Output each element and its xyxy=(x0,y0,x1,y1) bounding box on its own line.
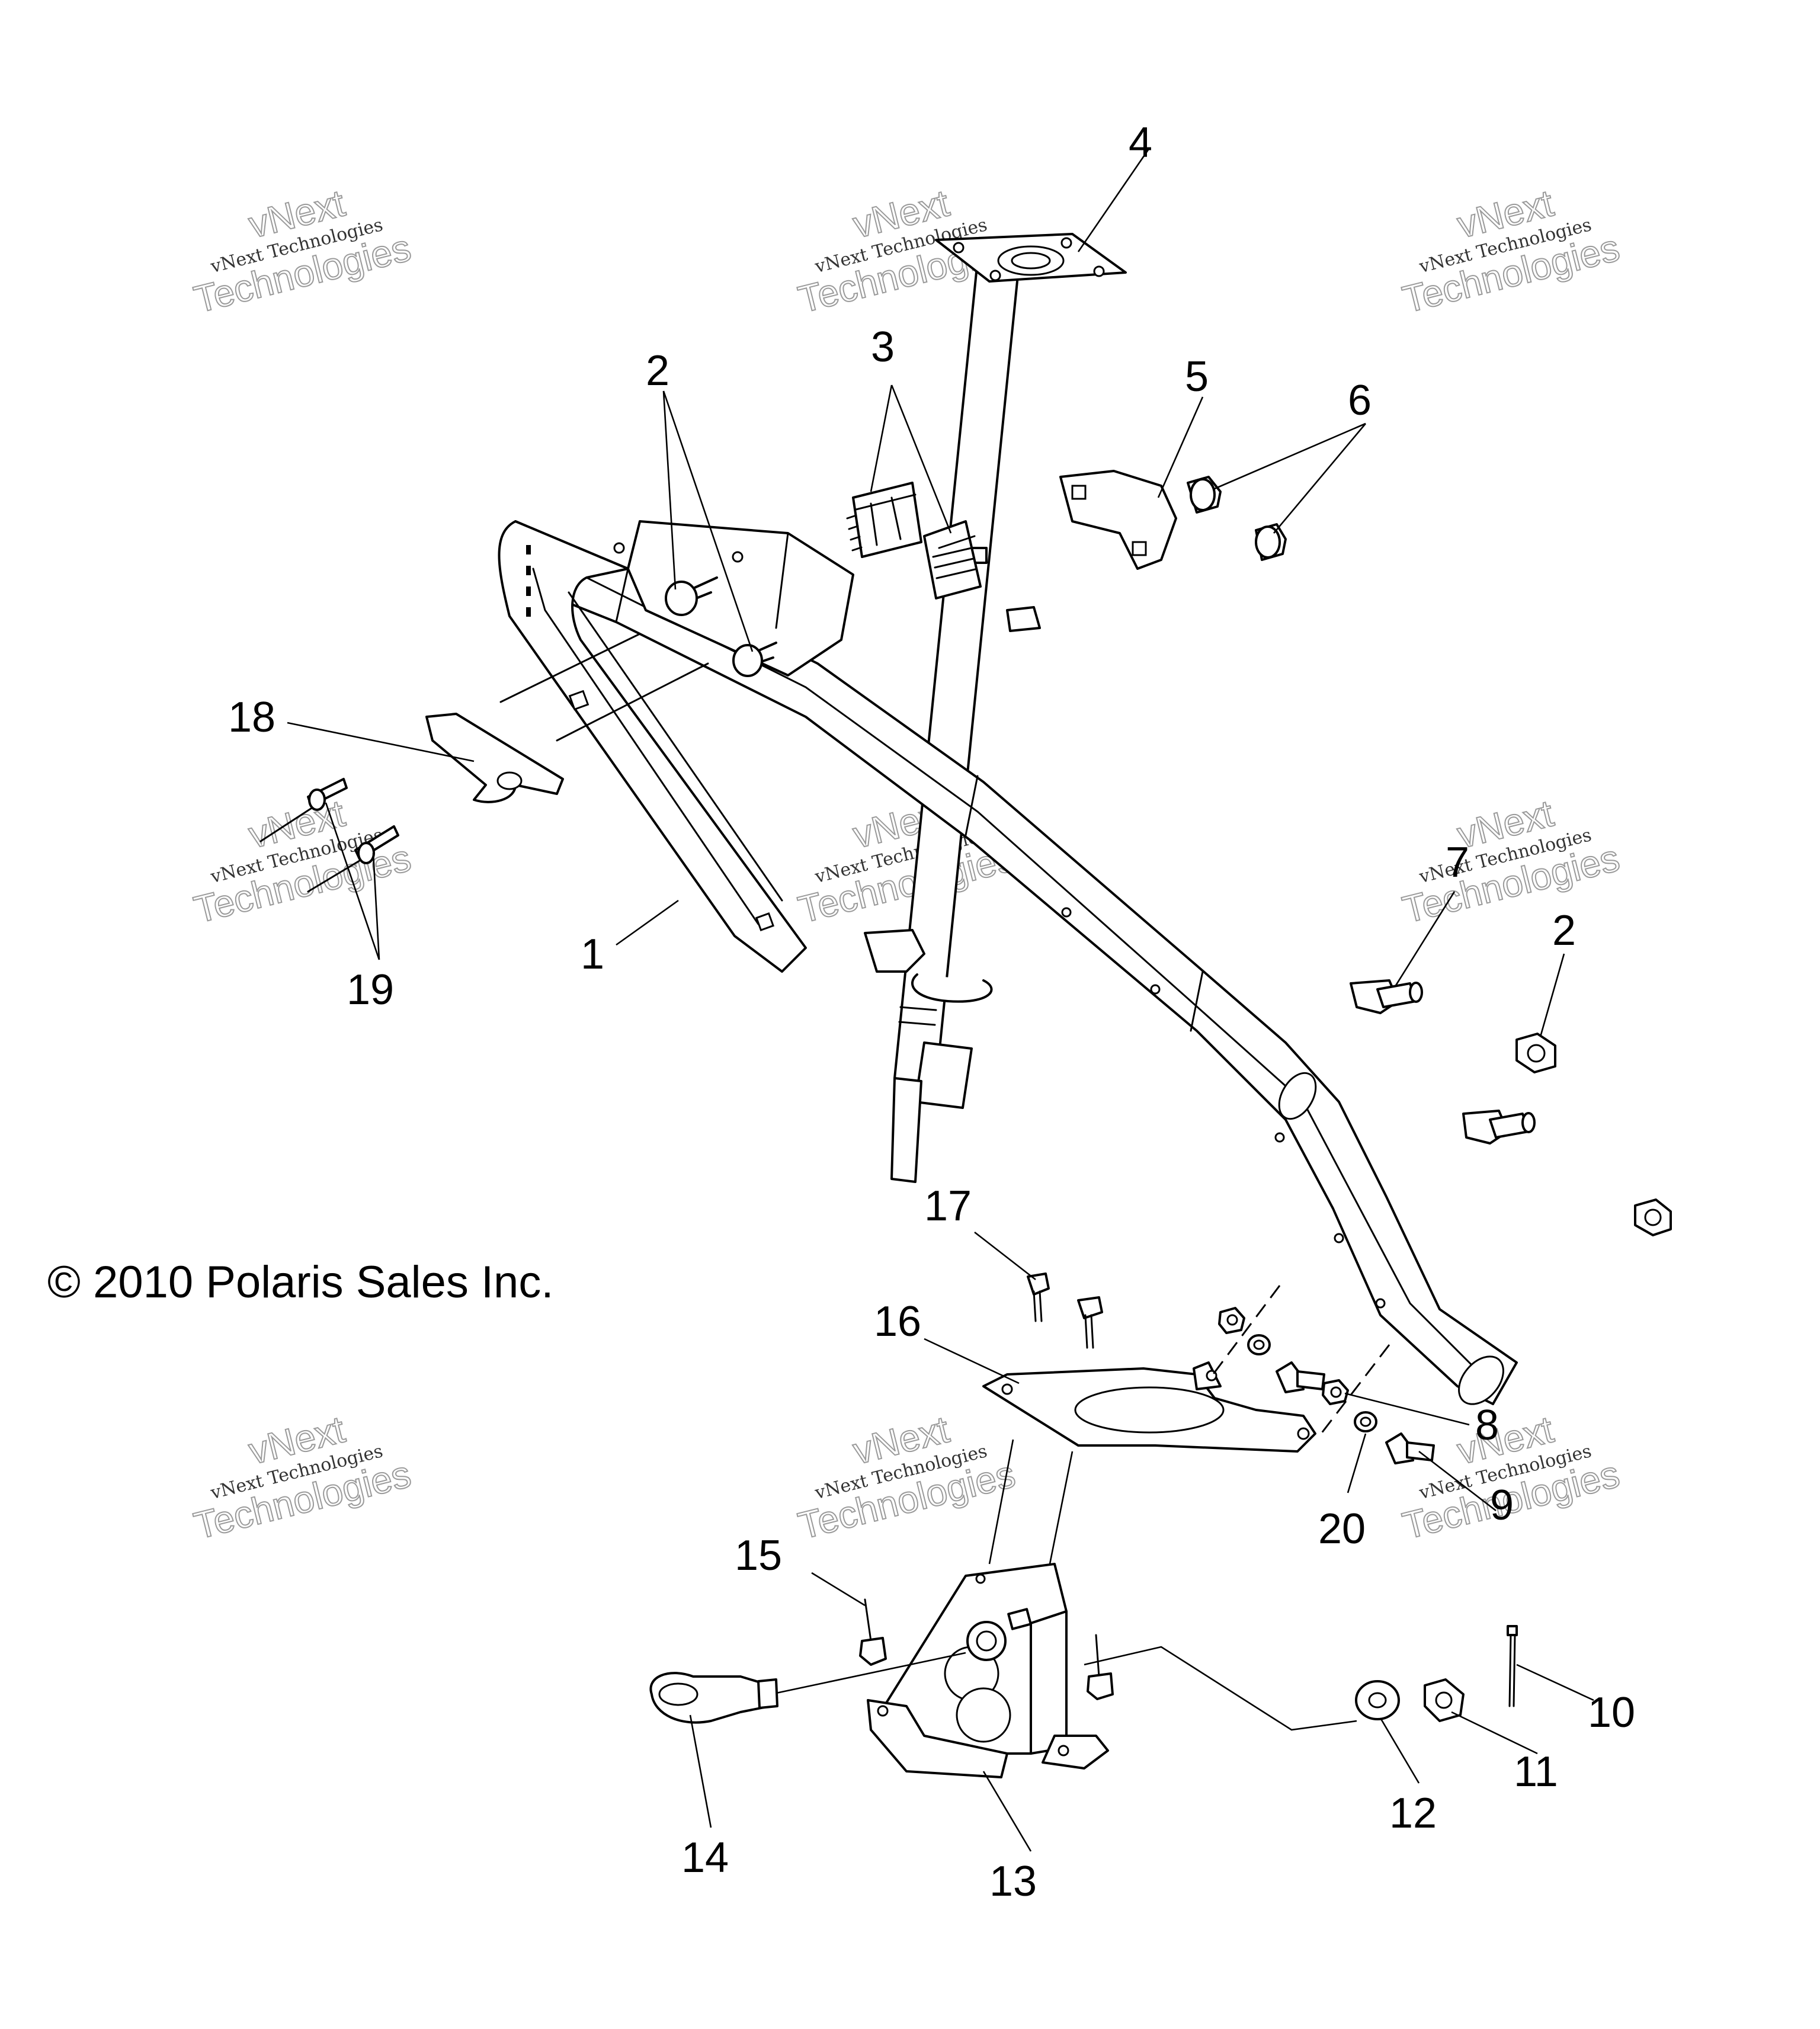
copyright-text: © 2010 Polaris Sales Inc. xyxy=(47,1257,553,1307)
part-6-grommets xyxy=(1187,476,1287,561)
callout-14: 14 xyxy=(681,1834,729,1881)
part-4-steering-column xyxy=(864,233,1127,1183)
part-18-mount xyxy=(425,713,564,803)
callout-4: 4 xyxy=(1129,119,1152,166)
callout-18: 18 xyxy=(228,694,275,741)
part-17-screws xyxy=(1027,1272,1103,1349)
callout-1: 1 xyxy=(581,931,604,978)
part-5-bracket xyxy=(1059,470,1177,570)
callout-6: 6 xyxy=(1348,377,1372,424)
part-15-rivets xyxy=(859,1598,1114,1700)
watermark: vNext Technologies vNext Technologies xyxy=(793,1407,1020,1548)
part-14-tie-rod-end xyxy=(649,1652,966,1724)
part-9-bolts xyxy=(1276,1361,1435,1464)
callout-7: 7 xyxy=(1446,839,1469,886)
part-10-cotter-pin xyxy=(1507,1625,1518,1707)
part-13-to-12-leader xyxy=(1084,1646,1357,1731)
watermark: vNext Technologies vNext Technologies xyxy=(1398,181,1624,322)
callout-12: 12 xyxy=(1389,1790,1437,1837)
leader-lines xyxy=(287,148,1594,1852)
callout-11: 11 xyxy=(1514,1748,1558,1796)
callout-16: 16 xyxy=(874,1298,921,1345)
callouts: 4 3 2 5 6 18 19 1 7 2 17 16 8 20 9 15 10… xyxy=(228,119,1635,1905)
callout-2: 2 xyxy=(646,347,669,395)
callout-13: 13 xyxy=(989,1858,1037,1905)
part-3-clamp xyxy=(846,482,982,600)
callout-3: 3 xyxy=(871,323,895,371)
callout-19: 19 xyxy=(347,966,394,1014)
callout-2-right: 2 xyxy=(1552,907,1576,954)
part-20-washers xyxy=(1247,1334,1377,1432)
callout-15: 15 xyxy=(735,1532,782,1579)
callout-8: 8 xyxy=(1475,1402,1499,1449)
callout-10: 10 xyxy=(1588,1689,1635,1736)
callout-17: 17 xyxy=(924,1182,972,1230)
part-12-washer xyxy=(1355,1680,1400,1720)
part-2-nuts xyxy=(1515,1033,1672,1236)
part-13-bracket xyxy=(867,1563,1109,1778)
part-1-frame xyxy=(498,520,1518,1405)
callout-5: 5 xyxy=(1185,353,1209,400)
part-16-plate xyxy=(982,1285,1390,1570)
callout-9: 9 xyxy=(1490,1482,1514,1529)
watermark: vNext Technologies vNext Technologies xyxy=(189,181,415,322)
watermark: vNext Technologies vNext Technologies xyxy=(1398,791,1624,932)
part-11-nut xyxy=(1424,1678,1465,1722)
part-8-nuts xyxy=(1218,1307,1349,1405)
watermark: vNext Technologies vNext Technologies xyxy=(189,791,415,932)
part-7-bolts xyxy=(1350,979,1536,1145)
watermark: vNext Technologies vNext Technologies xyxy=(189,1407,415,1548)
callout-20: 20 xyxy=(1318,1505,1366,1553)
